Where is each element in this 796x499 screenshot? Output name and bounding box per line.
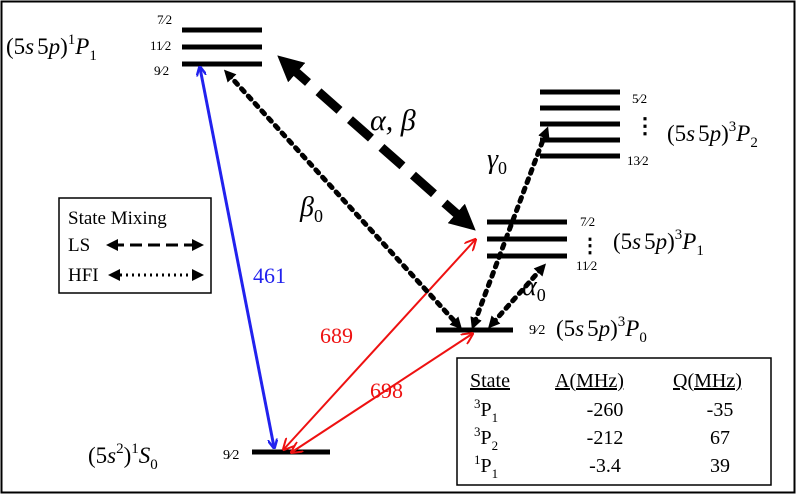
transition-461-label: 461: [253, 263, 286, 288]
table-row-q: 67: [710, 427, 730, 449]
f-label-3p0: 9⁄2: [529, 323, 545, 338]
f-label-3p1-top: 7⁄2: [580, 214, 595, 229]
f-label-1p1-top: 7⁄2: [157, 12, 172, 27]
table-row-a: -3.4: [589, 455, 621, 477]
table-header-state: State: [470, 370, 510, 392]
table-row-state: 3P1: [474, 396, 498, 425]
table-row-a: -212: [587, 427, 624, 449]
hfi-mixing-beta0-arrow: [223, 69, 463, 330]
hfi-mixing-gamma0-arrow: [470, 126, 550, 330]
transition-689-arrow: [284, 240, 475, 449]
legend-ls-label: LS: [68, 235, 90, 256]
coupling-beta0-label: β0: [299, 192, 323, 226]
f-label-1p1-bot: 9⁄2: [154, 63, 169, 78]
legend-hfi-label: HFI: [68, 265, 99, 286]
coupling-alpha0-label: α0: [522, 271, 546, 305]
transition-698-label: 698: [370, 378, 403, 403]
f-label-3p2-top: 5⁄2: [632, 91, 647, 106]
f-label-3p2-bot: 13⁄2: [627, 153, 649, 168]
f-dots-3p1: ⋮: [580, 235, 600, 257]
level-group-1s0: 9⁄2 (5s2)1S0: [88, 441, 330, 473]
table-row-q: -35: [707, 399, 734, 421]
f-label-1p1-mid: 11⁄2: [150, 38, 171, 53]
transition-689-label: 689: [320, 323, 353, 348]
coupling-gamma0-label: γ0: [487, 144, 507, 178]
transition-698-arrow: [292, 334, 472, 452]
f-label-1s0: 9⁄2: [223, 448, 239, 463]
f-dots-3p2: ⋮: [634, 113, 656, 138]
table-row-q: 39: [710, 455, 730, 477]
table-row-state: 1P1: [474, 452, 498, 481]
hfi-mixing-alpha0-arrow: [488, 263, 546, 329]
table-header-a: A(MHz): [555, 370, 624, 392]
coupling-alpha-beta-label: α, β: [370, 104, 416, 137]
table-box: [456, 357, 772, 486]
hyperfine-constants-table: State A(MHz) Q(MHz) 3P1 -260 -35 3P2 -21…: [456, 357, 772, 486]
legend-title: State Mixing: [68, 208, 167, 229]
table-row-a: -260: [587, 399, 624, 421]
table-row-state: 3P2: [474, 424, 498, 453]
f-label-3p1-bot: 11⁄2: [576, 258, 597, 273]
table-header-q: Q(MHz): [673, 370, 742, 392]
state-label-5s2-1s0: (5s2)1S0: [88, 441, 158, 473]
state-mixing-legend: State Mixing LS HFI: [58, 197, 212, 294]
